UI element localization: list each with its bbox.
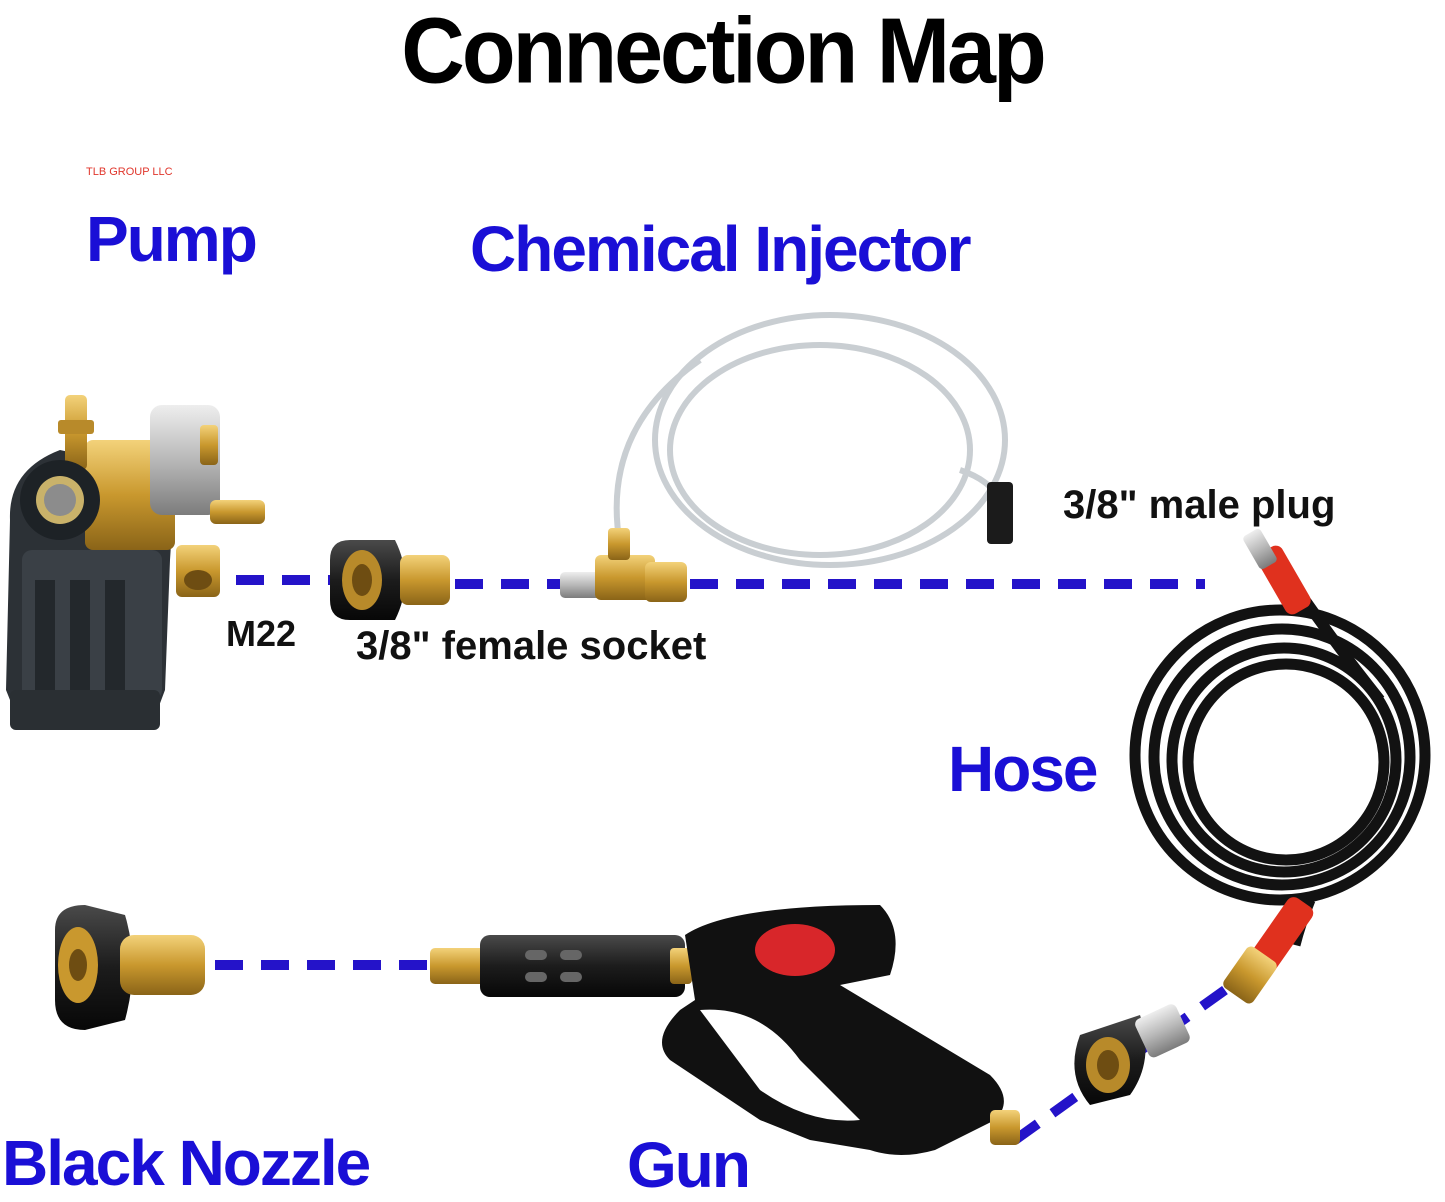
- label-female-socket: 3/8" female socket: [356, 624, 707, 668]
- label-hose: Hose: [948, 733, 1098, 805]
- label-chemical-injector: Chemical Injector: [470, 213, 971, 285]
- spray-gun-image: [430, 905, 1020, 1155]
- gun-adapter-image: [1074, 1004, 1190, 1105]
- label-male-plug: 3/8" male plug: [1063, 483, 1336, 527]
- black-nozzle-image: [55, 905, 205, 1030]
- female-socket-adapter-image: [330, 540, 450, 620]
- pump-image: [6, 395, 265, 730]
- chemical-injector-image: [560, 312, 1013, 602]
- label-gun: Gun: [627, 1129, 751, 1201]
- label-black-nozzle: Black Nozzle: [2, 1127, 371, 1199]
- watermark-text: TLB GROUP LLC: [86, 166, 173, 178]
- diagram-title: Connection Map: [401, 0, 1046, 103]
- label-pump: Pump: [86, 203, 258, 275]
- label-m22: M22: [226, 613, 297, 654]
- hose-image: [1129, 529, 1431, 1004]
